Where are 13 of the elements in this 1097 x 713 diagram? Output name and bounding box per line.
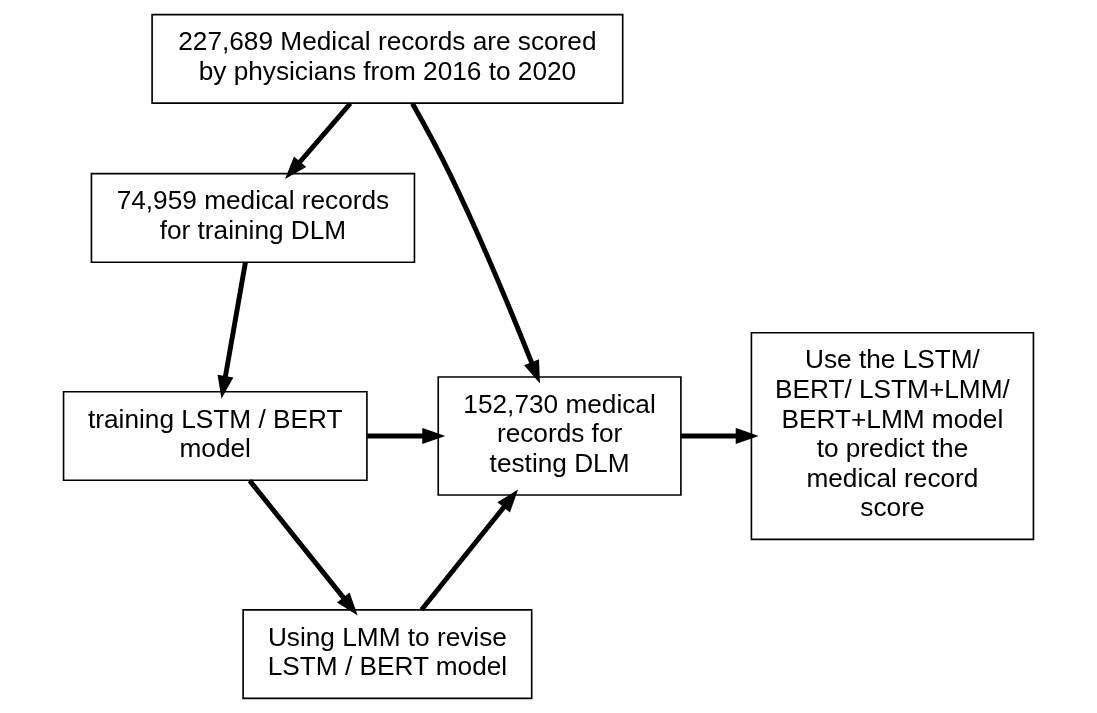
arrow bbox=[247, 479, 358, 616]
node-box: Use the LSTM/ BERT/ LSTM+LMM/ BERT+LMM model to predict the medical record score bbox=[750, 331, 1035, 541]
arrow bbox=[681, 427, 759, 445]
node-box: Using LMM to revise LSTM / BERT model bbox=[242, 609, 533, 700]
arrow bbox=[419, 489, 519, 612]
arrow bbox=[217, 262, 248, 399]
arrow bbox=[285, 101, 353, 180]
node-box: training LSTM / BERT model bbox=[62, 390, 368, 482]
node-box: 74,959 medical records for training DLM bbox=[90, 172, 416, 264]
arrow bbox=[410, 102, 540, 384]
arrow bbox=[367, 427, 446, 445]
node-box: 227,689 Medical records are scored by physicians from 2016 to 2020 bbox=[151, 13, 624, 104]
node-box: 152,730 medical records for testing DLM bbox=[437, 376, 682, 496]
